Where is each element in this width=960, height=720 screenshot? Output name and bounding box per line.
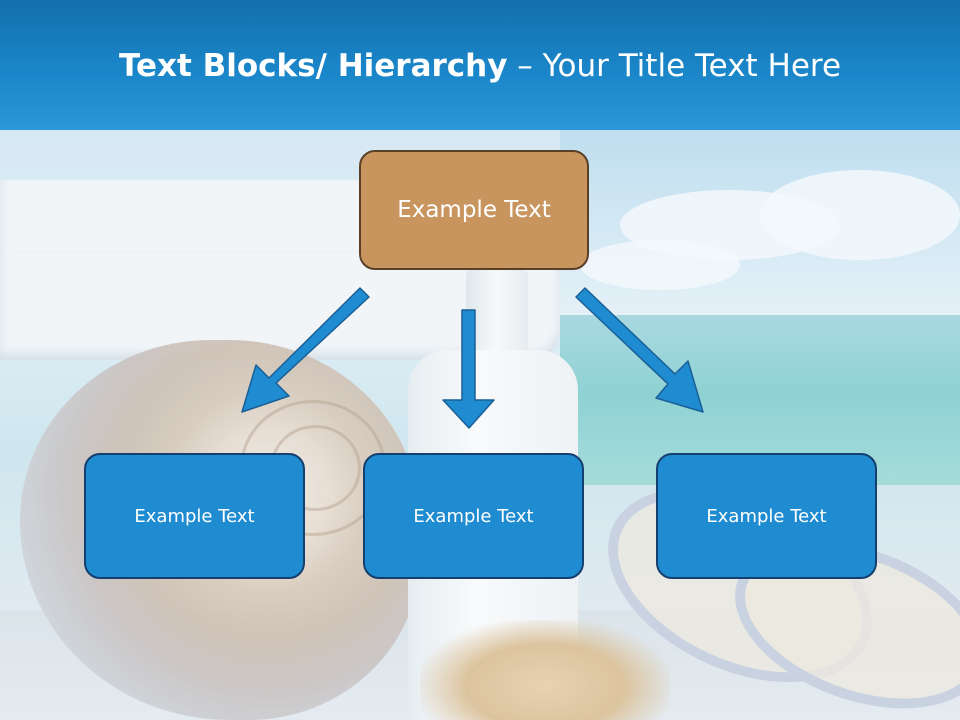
starfish-image: [420, 620, 670, 720]
cloud: [580, 240, 740, 290]
top-level-box[interactable]: Example Text: [359, 150, 589, 270]
child-box-label: Example Text: [134, 505, 255, 527]
child-box-label: Example Text: [413, 505, 534, 527]
child-box-label: Example Text: [706, 505, 827, 527]
title-band: [0, 0, 960, 130]
slide-title: Text Blocks/ Hierarchy – Your Title Text…: [0, 48, 960, 84]
child-box-center[interactable]: Example Text: [363, 453, 584, 579]
cloud: [760, 170, 960, 260]
child-box-right[interactable]: Example Text: [656, 453, 877, 579]
arrow-right: [575, 287, 704, 413]
arrow-left: [241, 287, 370, 413]
title-rest-part: Your Title Text Here: [542, 48, 842, 84]
top-box-label: Example Text: [397, 197, 551, 223]
title-dash: –: [507, 48, 543, 84]
arrow-center: [442, 309, 495, 429]
title-bold-part: Text Blocks/ Hierarchy: [118, 48, 508, 84]
child-box-left[interactable]: Example Text: [84, 453, 305, 579]
